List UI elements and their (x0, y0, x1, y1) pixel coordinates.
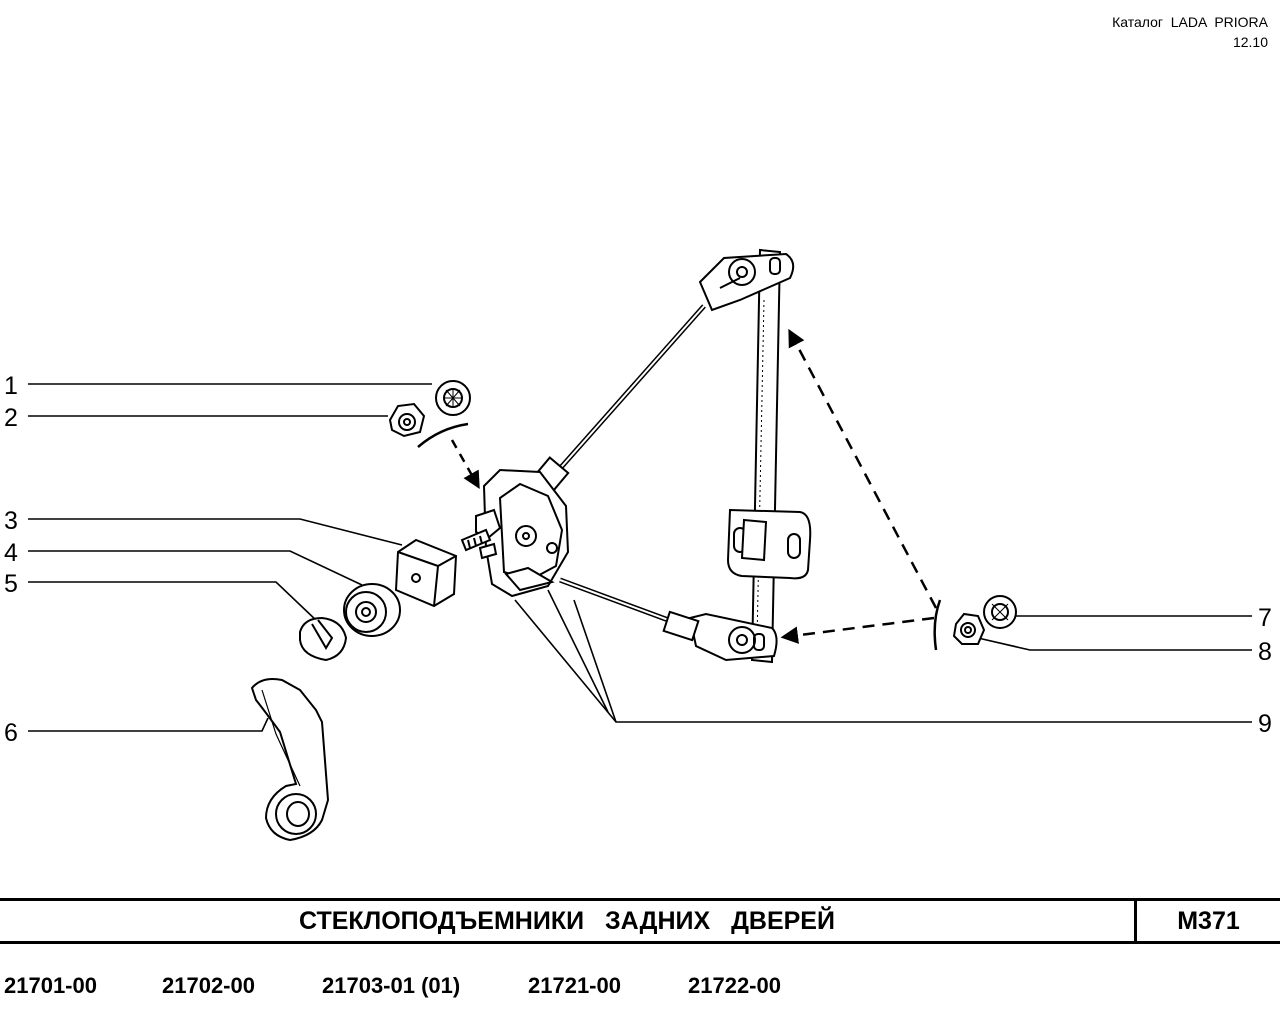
model-code: 21702-00 (162, 973, 255, 998)
model-code: 21701-00 (4, 973, 97, 998)
nut-8 (952, 612, 986, 645)
callout-2: 2 (4, 404, 18, 432)
callout-4: 4 (4, 539, 18, 567)
lower-slider (688, 612, 778, 662)
model-code: 21703-01 (01) (322, 973, 461, 998)
model-codes: 21701-00 21702-00 21703-01 (01) 21721-00… (0, 970, 1280, 1002)
upper-slider (698, 252, 795, 312)
drive-mechanism (460, 468, 570, 598)
retaining-clip-5 (299, 616, 348, 662)
dashed-arrows (417, 328, 942, 651)
callout-9: 9 (1258, 710, 1272, 738)
catalog-title: Каталог LADA PRIORA (1112, 14, 1268, 30)
callout-numbers: 1 2 3 4 5 6 7 8 9 (4, 372, 1272, 747)
callout-1: 1 (4, 372, 18, 400)
title-bar: СТЕКЛОПОДЪЕМНИКИ ЗАДНИХ ДВЕРЕЙ М371 (0, 898, 1280, 944)
guide-rail (726, 248, 812, 664)
callout-3: 3 (4, 507, 18, 535)
catalog-header: Каталог LADA PRIORA 12.10 (1112, 12, 1268, 52)
nut-2 (388, 402, 426, 438)
leader-lines (28, 383, 1252, 732)
window-regulator-diagram: 1 2 3 4 5 6 7 8 9 (4, 248, 1272, 842)
catalog-date: 12.10 (1232, 34, 1268, 50)
callout-7: 7 (1258, 604, 1272, 632)
washer-7 (983, 595, 1017, 629)
spacer-block-3 (394, 538, 458, 608)
callout-5: 5 (4, 570, 18, 598)
bushing-4 (343, 583, 401, 637)
callout-6: 6 (4, 719, 18, 747)
model-code: 21721-00 (528, 973, 621, 998)
section-code: М371 (1134, 901, 1280, 941)
washer-1 (435, 380, 471, 416)
page-title: СТЕКЛОПОДЪЕМНИКИ ЗАДНИХ ДВЕРЕЙ (299, 907, 835, 935)
model-code: 21722-00 (688, 973, 781, 998)
callout-8: 8 (1258, 638, 1272, 666)
regulator-cables (530, 304, 706, 642)
crank-handle-6 (250, 678, 330, 842)
